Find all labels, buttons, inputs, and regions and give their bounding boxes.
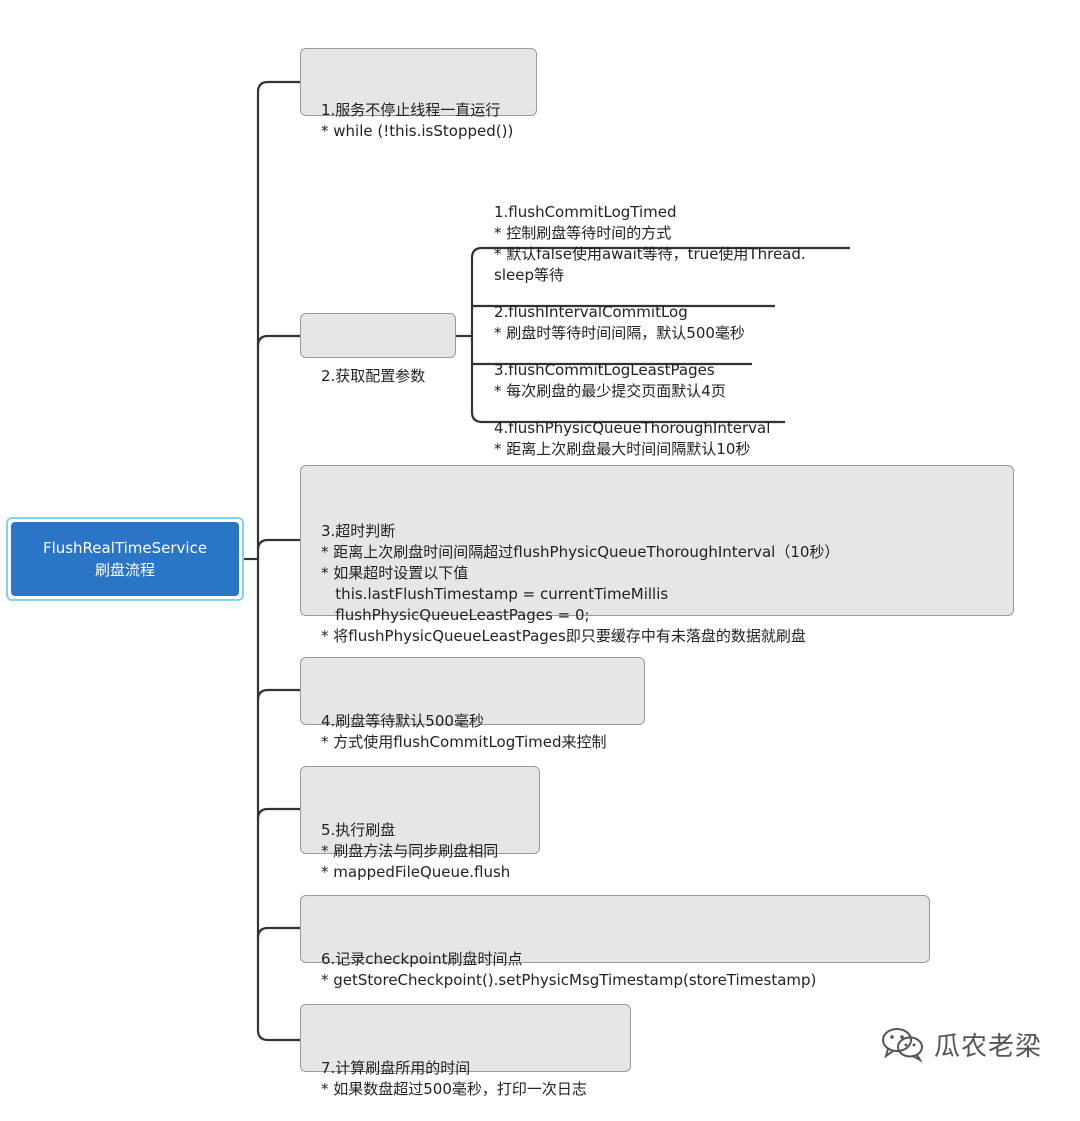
config-param-4-line-1: * 距离上次刷盘最大时间间隔默认10秒 bbox=[494, 440, 751, 458]
config-param-3-line-1: * 每次刷盘的最少提交页面默认4页 bbox=[494, 382, 726, 400]
step-3-title: 3.超时判断 bbox=[321, 522, 396, 540]
step-4-line-1: * 方式使用flushCommitLogTimed来控制 bbox=[321, 733, 607, 751]
root-subtitle: 刷盘流程 bbox=[94, 561, 155, 579]
step-3-line-1: * 距离上次刷盘时间间隔超过flushPhysicQueueThoroughIn… bbox=[321, 543, 840, 561]
step-4-title: 4.刷盘等待默认500毫秒 bbox=[321, 712, 484, 730]
step-6-line-1: * getStoreCheckpoint().setPhysicMsgTimes… bbox=[321, 971, 817, 989]
config-param-3: 3.flushCommitLogLeastPages * 每次刷盘的最少提交页面默… bbox=[472, 318, 754, 400]
config-param-1-line-2: * 默认false使用await等待，true使用Thread. bbox=[494, 245, 806, 263]
step-3-line-2: * 如果超时设置以下值 bbox=[321, 564, 469, 582]
step-4-node: 4.刷盘等待默认500毫秒 * 方式使用flushCommitLogTimed来控… bbox=[300, 657, 645, 751]
connector-lines bbox=[244, 80, 850, 1042]
step-1-node: 1.服务不停止线程一直运行 * while (!this.isStopped()) bbox=[300, 48, 537, 140]
root-node-label: FlushRealTimeService 刷盘流程 bbox=[11, 522, 239, 596]
step-5-title: 5.执行刷盘 bbox=[321, 821, 396, 839]
step-3-line-5: * 将flushPhysicQueueLeastPages即只要缓存中有未落盘的… bbox=[321, 627, 806, 645]
config-param-1-title: 1.flushCommitLogTimed bbox=[494, 203, 677, 221]
config-param-1-line-3: sleep等待 bbox=[494, 266, 564, 284]
step-6-node: 6.记录checkpoint刷盘时间点 * getStoreCheckpoint(… bbox=[300, 895, 930, 989]
root-node: FlushRealTimeService 刷盘流程 bbox=[6, 517, 244, 601]
step-1-detail: * while (!this.isStopped()) bbox=[321, 122, 514, 140]
step-3-line-3: this.lastFlushTimestamp = currentTimeMil… bbox=[321, 585, 669, 603]
config-param-4-title: 4.flushPhysicQueueThoroughInterval bbox=[494, 419, 771, 437]
step-5-node: 5.执行刷盘 * 刷盘方法与同步刷盘相同 * mappedFileQueue.flu… bbox=[300, 766, 540, 881]
config-param-2-line-1: * 刷盘时等待时间间隔，默认500毫秒 bbox=[494, 324, 745, 342]
step-5-line-2: * mappedFileQueue.flush bbox=[321, 863, 511, 881]
watermark: 瓜农老梁 bbox=[880, 1022, 1042, 1066]
watermark-text: 瓜农老梁 bbox=[934, 1031, 1043, 1062]
step-2-node: 2.获取配置参数 bbox=[300, 313, 456, 385]
step-3-line-4: flushPhysicQueueLeastPages = 0; bbox=[321, 606, 590, 624]
step-7-node: 7.计算刷盘所用的时间 * 如果数盘超过500毫秒，打印一次日志 bbox=[300, 1004, 631, 1098]
config-param-2: 2.flushIntervalCommitLog * 刷盘时等待时间间隔，默认50… bbox=[472, 260, 777, 342]
step-1-title: 1.服务不停止线程一直运行 bbox=[321, 101, 501, 119]
step-6-title: 6.记录checkpoint刷盘时间点 bbox=[321, 950, 523, 968]
root-title: FlushRealTimeService bbox=[42, 539, 208, 557]
config-param-1-line-1: * 控制刷盘等待时间的方式 bbox=[494, 224, 672, 242]
step-3-node: 3.超时判断 * 距离上次刷盘时间间隔超过flushPhysicQueueThor… bbox=[300, 465, 1014, 645]
config-param-2-title: 2.flushIntervalCommitLog bbox=[494, 303, 688, 321]
wechat-icon bbox=[882, 1028, 923, 1063]
config-param-1: 1.flushCommitLogTimed * 控制刷盘等待时间的方式 * 默认fa… bbox=[472, 160, 852, 284]
config-param-4: 4.flushPhysicQueueThoroughInterval * 距离上次… bbox=[472, 376, 786, 458]
config-param-3-title: 3.flushCommitLogLeastPages bbox=[494, 361, 715, 379]
step-7-title: 7.计算刷盘所用的时间 bbox=[321, 1059, 471, 1077]
step-5-line-1: * 刷盘方法与同步刷盘相同 bbox=[321, 842, 499, 860]
step-7-line-1: * 如果数盘超过500毫秒，打印一次日志 bbox=[321, 1080, 587, 1098]
step-2-title: 2.获取配置参数 bbox=[321, 367, 426, 385]
